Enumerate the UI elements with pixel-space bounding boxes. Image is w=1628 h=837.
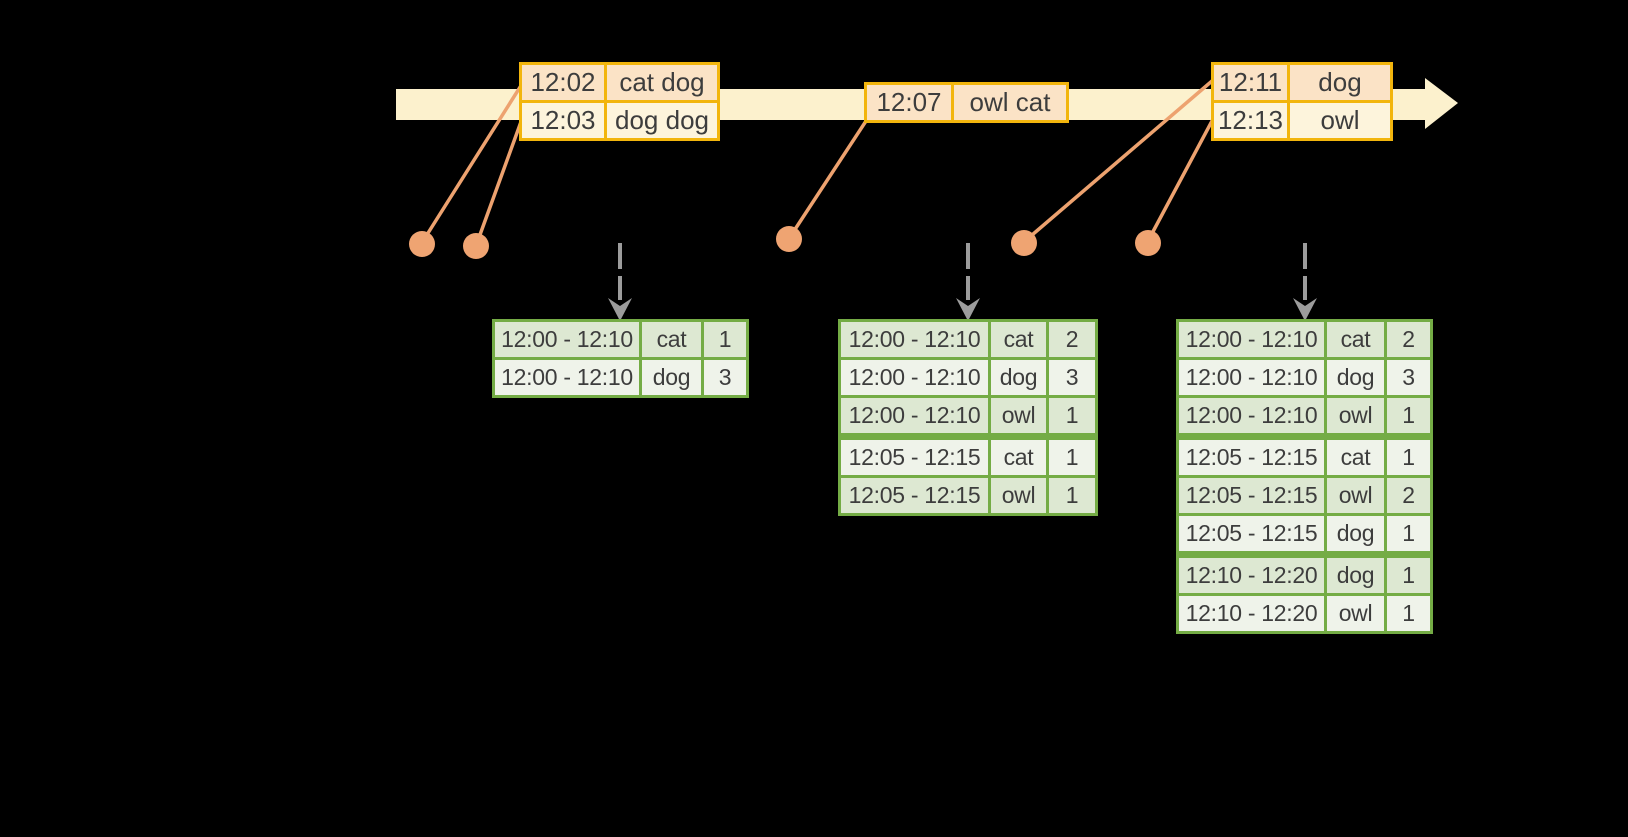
event-connector-line (788, 119, 868, 239)
result-word-cell: cat (1327, 440, 1384, 475)
down-chevron-icon (1293, 298, 1317, 321)
result-window-cell: 12:00 - 12:10 (1179, 398, 1324, 433)
event-words-cell: dog (1290, 65, 1390, 100)
result-count-cell: 1 (1387, 596, 1430, 631)
result-count-cell: 1 (1049, 440, 1095, 475)
down-chevron-icon (608, 298, 632, 321)
result-window-cell: 12:05 - 12:15 (841, 440, 988, 475)
result-word-cell: dog (642, 360, 701, 395)
result-window-cell: 12:00 - 12:10 (841, 322, 988, 357)
event-dot-icon (1011, 230, 1037, 256)
result-window-cell: 12:05 - 12:15 (1179, 478, 1324, 513)
result-word-cell: dog (1327, 360, 1384, 395)
result-window-cell: 12:00 - 12:10 (1179, 360, 1324, 395)
event-connector-line (475, 117, 524, 245)
event-time-cell: 12:03 (522, 103, 604, 138)
result-window-cell: 12:10 - 12:20 (1179, 558, 1324, 593)
trigger-arrow (1293, 243, 1317, 321)
event-words-cell: owl cat (954, 85, 1066, 120)
result-window-cell: 12:00 - 12:10 (495, 322, 639, 357)
result-word-cell: owl (991, 478, 1046, 513)
event-time-cell: 12:02 (522, 65, 604, 100)
trigger-arrow (608, 243, 632, 321)
result-count-cell: 1 (1387, 440, 1430, 475)
event-words-cell: dog dog (607, 103, 717, 138)
event-time-cell: 12:13 (1214, 103, 1287, 138)
result-window-cell: 12:00 - 12:10 (841, 398, 988, 433)
result-count-cell: 2 (1387, 322, 1430, 357)
timeline-arrowhead-icon (1425, 78, 1458, 129)
result-window-cell: 12:00 - 12:10 (495, 360, 639, 395)
event-dot-icon (1135, 230, 1161, 256)
result-count-cell: 3 (1387, 360, 1430, 395)
event-connector-line (421, 82, 524, 243)
event-words-cell: cat dog (607, 65, 717, 100)
result-word-cell: cat (991, 322, 1046, 357)
result-word-cell: cat (1327, 322, 1384, 357)
result-word-cell: dog (1327, 516, 1384, 551)
result-word-cell: owl (1327, 478, 1384, 513)
result-count-cell: 1 (1387, 398, 1430, 433)
result-window-cell: 12:00 - 12:10 (1179, 322, 1324, 357)
result-word-cell: owl (1327, 398, 1384, 433)
result-word-cell: owl (991, 398, 1046, 433)
result-word-cell: dog (991, 360, 1046, 395)
result-word-cell: cat (991, 440, 1046, 475)
result-count-cell: 1 (1387, 516, 1430, 551)
result-window-cell: 12:05 - 12:15 (841, 478, 988, 513)
event-connector-line (1146, 119, 1214, 243)
event-words-cell: owl (1290, 103, 1390, 138)
result-window-cell: 12:05 - 12:15 (1179, 516, 1324, 551)
event-dot-icon (409, 231, 435, 257)
event-connector-line (1023, 79, 1214, 243)
result-word-cell: dog (1327, 558, 1384, 593)
event-dot-icon (776, 226, 802, 252)
event-dot-icon (463, 233, 489, 259)
result-window-cell: 12:00 - 12:10 (841, 360, 988, 395)
result-count-cell: 3 (704, 360, 746, 395)
result-window-cell: 12:05 - 12:15 (1179, 440, 1324, 475)
result-word-cell: owl (1327, 596, 1384, 631)
result-count-cell: 1 (1049, 478, 1095, 513)
event-time-cell: 12:11 (1214, 65, 1287, 100)
trigger-arrow (956, 243, 980, 321)
result-word-cell: cat (642, 322, 701, 357)
event-time-cell: 12:07 (867, 85, 951, 120)
down-chevron-icon (956, 298, 980, 321)
result-window-cell: 12:10 - 12:20 (1179, 596, 1324, 631)
result-count-cell: 3 (1049, 360, 1095, 395)
result-count-cell: 1 (704, 322, 746, 357)
result-count-cell: 2 (1049, 322, 1095, 357)
result-count-cell: 1 (1387, 558, 1430, 593)
result-count-cell: 2 (1387, 478, 1430, 513)
result-count-cell: 1 (1049, 398, 1095, 433)
